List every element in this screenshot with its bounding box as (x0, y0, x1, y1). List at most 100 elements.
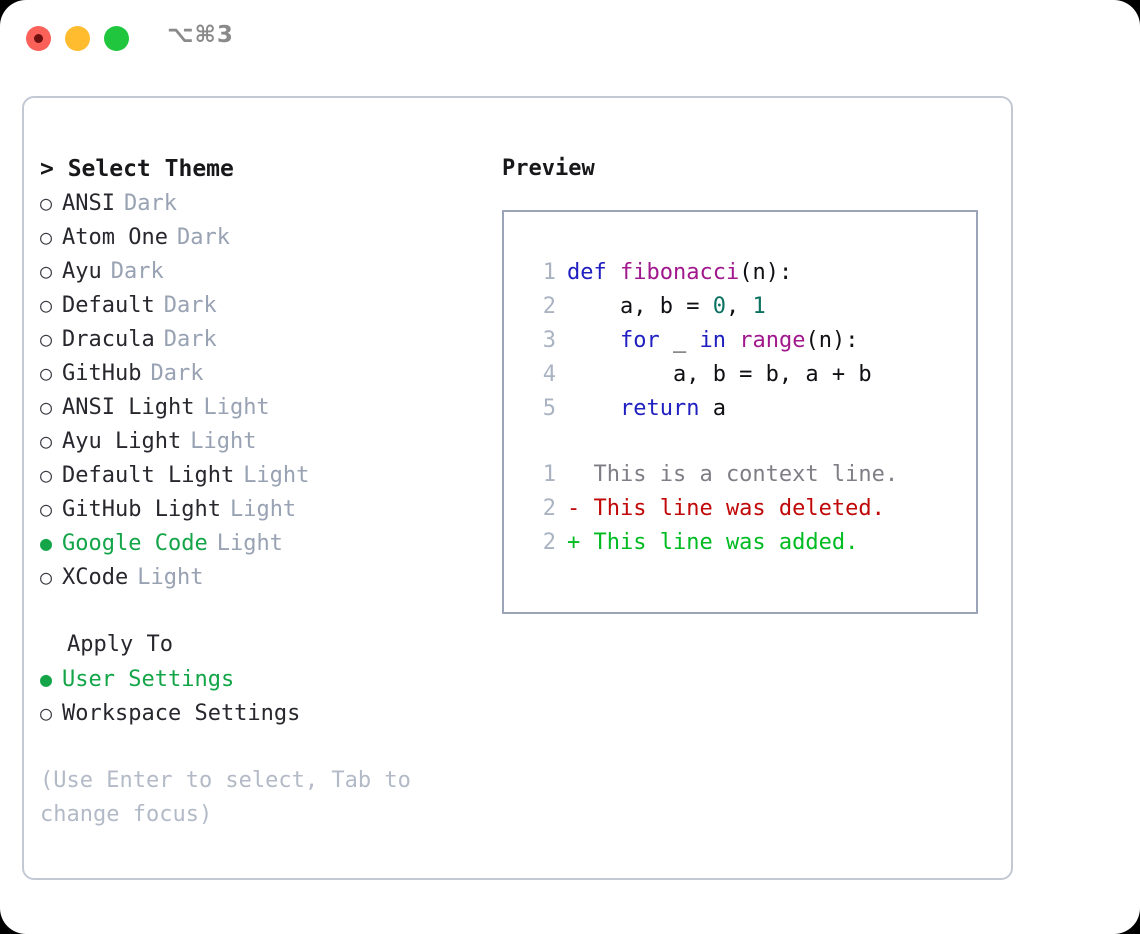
code-token: _ (672, 328, 700, 353)
theme-kind-label: Light (229, 497, 297, 522)
theme-kind-label: Light (216, 531, 283, 556)
code-token: 1 (752, 294, 766, 319)
theme-list-item[interactable]: ○ Ayu Dark (40, 254, 480, 288)
code-line: 4 a, b = b, a + b (522, 358, 976, 392)
line-number: 1 (542, 260, 556, 285)
apply-to-item[interactable]: ○ Workspace Settings (40, 696, 480, 730)
apply-to-label: User Settings (62, 667, 235, 692)
theme-name-label: Google Code (62, 531, 208, 556)
theme-name-label: GitHub (62, 361, 142, 386)
maximize-button-icon[interactable] (104, 26, 129, 51)
theme-kind-label: Dark (163, 293, 217, 318)
code-line: 2 a, b = 0, 1 (522, 290, 976, 324)
theme-list-item[interactable]: ○ Dracula Dark (40, 322, 480, 356)
code-token: return (567, 396, 713, 421)
theme-kind-label: Light (137, 565, 204, 590)
theme-list-item[interactable]: ○ GitHub Light Light (40, 492, 480, 526)
code-token: fibonacci (619, 260, 740, 285)
code-token: , (725, 294, 753, 319)
theme-list-item[interactable]: ● Google Code Light (40, 526, 480, 560)
line-number: 2 (542, 294, 556, 319)
radio-unselected-icon: ○ (40, 361, 53, 385)
theme-name-label: Atom One (62, 225, 168, 250)
line-number: 2 (542, 530, 556, 555)
keyboard-shortcut-label: ⌥⌘3 (167, 22, 234, 48)
code-token: (n): (739, 260, 793, 285)
diff-text: - This line was deleted. (567, 496, 885, 521)
window-controls (26, 26, 129, 51)
theme-list-item[interactable]: ○ Atom One Dark (40, 220, 480, 254)
diff-sample: 1 This is a context line. 2 - This line wa… (522, 458, 976, 560)
theme-list-item[interactable]: ○ Default Dark (40, 288, 480, 322)
radio-unselected-icon: ○ (40, 293, 53, 317)
diff-line: 1 This is a context line. (522, 458, 976, 492)
theme-kind-label: Light (190, 429, 257, 454)
title-bar: ⌥⌘3 (0, 0, 1140, 78)
line-number: 4 (542, 362, 556, 387)
minimize-button-icon[interactable] (65, 26, 90, 51)
theme-kind-label: Dark (110, 259, 164, 284)
diff-text: This is a context line. (567, 462, 899, 487)
radio-unselected-icon: ○ (40, 565, 53, 589)
line-number: 3 (542, 328, 556, 353)
close-button-icon[interactable] (26, 26, 51, 51)
theme-kind-label: Light (243, 463, 310, 488)
radio-selected-icon: ● (40, 531, 53, 555)
code-token: def (567, 260, 620, 285)
radio-unselected-icon: ○ (40, 327, 53, 351)
theme-list-item[interactable]: ○ XCode Light (40, 560, 480, 594)
theme-name-label: ANSI (62, 191, 115, 216)
code-token: 0 (712, 294, 726, 319)
theme-name-label: Ayu Light (62, 429, 182, 454)
section-spacer (40, 594, 480, 628)
theme-name-label: ANSI Light (62, 395, 195, 420)
theme-kind-label: Dark (150, 361, 204, 386)
line-number: 2 (542, 496, 556, 521)
diff-text: + This line was added. (567, 530, 859, 555)
code-token: a, b = b, a + b (567, 362, 872, 387)
diff-line: 2 - This line was deleted. (522, 492, 976, 526)
theme-name-label: Dracula (62, 327, 155, 352)
theme-list-item[interactable]: ○ GitHub Dark (40, 356, 480, 390)
theme-kind-label: Dark (163, 327, 217, 352)
code-token: (n): (805, 328, 859, 353)
code-token: for (567, 328, 673, 353)
code-token: in (699, 328, 740, 353)
theme-kind-label: Dark (176, 225, 230, 250)
theme-name-label: XCode (62, 565, 129, 590)
radio-unselected-icon: ○ (40, 191, 53, 215)
diff-line: 2 + This line was added. (522, 526, 976, 560)
theme-name-label: Default (62, 293, 155, 318)
radio-unselected-icon: ○ (40, 225, 53, 249)
help-text: (Use Enter to select, Tab to change focu… (40, 768, 411, 827)
theme-list-item[interactable]: ○ ANSI Light Light (40, 390, 480, 424)
apply-to-title: Apply To (67, 632, 173, 657)
radio-unselected-icon: ○ (40, 497, 53, 521)
theme-kind-label: Light (203, 395, 270, 420)
radio-selected-icon: ● (40, 667, 53, 691)
recording-dot-icon (34, 34, 43, 43)
code-token: a, b = (567, 294, 713, 319)
code-token: range (739, 328, 806, 353)
code-diff-spacer (522, 426, 976, 458)
radio-unselected-icon: ○ (40, 701, 53, 725)
radio-unselected-icon: ○ (40, 259, 53, 283)
theme-name-label: Ayu (62, 259, 102, 284)
code-line: 5 return a (522, 392, 976, 426)
theme-name-label: Default Light (62, 463, 235, 488)
theme-name-label: GitHub Light (62, 497, 221, 522)
line-number: 5 (542, 396, 556, 421)
apply-to-item[interactable]: ● User Settings (40, 662, 480, 696)
radio-unselected-icon: ○ (40, 395, 53, 419)
code-line: 3 for _ in range(n): (522, 324, 976, 358)
apply-to-label: Workspace Settings (62, 701, 301, 726)
